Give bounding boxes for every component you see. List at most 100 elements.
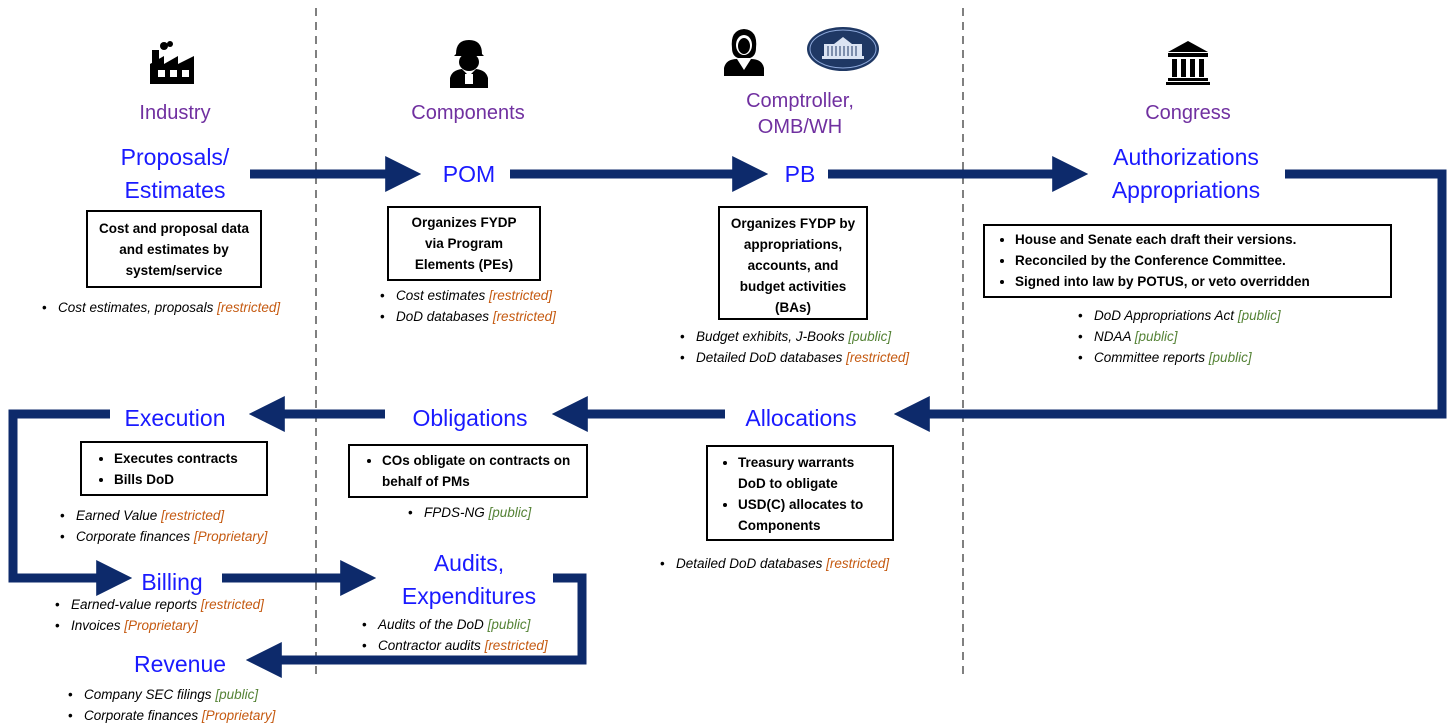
list-item: NDAA [public] [1078,326,1281,347]
access-tag: [public] [1237,308,1281,323]
list-item: House and Senate each draft their versio… [1015,229,1382,250]
list-item: Bills DoD [114,469,256,490]
list-item: Cost estimates [restricted] [380,285,556,306]
arrow-audits-to-revenue [245,573,587,678]
source-text: NDAA [1094,329,1135,344]
access-tag: [restricted] [489,288,553,303]
access-tag: [public] [1208,350,1252,365]
source-text: Audits of the DoD [378,617,488,632]
access-tag: [Proprietary] [201,708,276,723]
source-text: FPDS-NG [424,505,489,520]
source-text: Earned Value [76,508,162,523]
sources-allocations: Detailed DoD databases [restricted] [660,553,889,574]
list-item: DoD Appropriations Act [public] [1078,305,1281,326]
list-item: Treasury warrants DoD to obligate [738,452,884,494]
access-tag: [public] [848,329,892,344]
access-tag: [public] [215,687,259,702]
source-text: Contractor audits [378,638,485,653]
list-item: Executes contracts [114,448,256,469]
list-item: Corporate finances [Proprietary] [60,526,268,547]
sources-billing: Earned-value reports [restricted] Invoic… [55,594,264,636]
list-item: Company SEC filings [public] [68,684,275,705]
list-item: Detailed DoD databases [restricted] [660,553,890,574]
source-text: Company SEC filings [84,687,216,702]
access-tag: [public] [488,505,532,520]
access-tag: [public] [487,617,531,632]
column-title-comptroller: Comptroller, OMB/WH [746,90,854,138]
stage-pb: PB [784,161,816,187]
box-obligations: COs obligate on contracts on behalf of P… [348,444,588,498]
sources-pb: Budget exhibits, J-Books [public] Detail… [680,326,909,368]
factory-icon [150,41,194,84]
access-tag: [Proprietary] [124,618,198,633]
person-icon [724,29,764,76]
access-tag: [restricted] [200,597,264,612]
source-text: Earned-value reports [71,597,201,612]
sources-pom: Cost estimates [restricted] DoD database… [380,285,556,327]
sources-obligations: FPDS-NG [public] [408,502,531,523]
source-text: Budget exhibits, J-Books [696,329,849,344]
stage-execution: Execution [124,405,226,431]
stage-allocations: Allocations [745,405,857,431]
source-text: Committee reports [1094,350,1209,365]
stage-audits: Audits, Expenditures [401,550,537,609]
source-text: Cost estimates, proposals [58,300,218,315]
source-text: Detailed DoD databases [696,350,847,365]
list-item: Corporate finances [Proprietary] [68,705,276,726]
box-proposals: Cost and proposal data and estimates by … [86,210,262,288]
list-item: Earned Value [restricted] [60,505,267,526]
list-item: DoD databases [restricted] [380,306,556,327]
sources-revenue: Company SEC filings [public] Corporate f… [68,684,275,726]
sources-audits: Audits of the DoD [public] Contractor au… [362,614,548,656]
list-item: Signed into law by POTUS, or veto overri… [1015,271,1382,292]
list-item: USD(C) allocates to Components [738,494,884,536]
source-text: Corporate finances [84,708,202,723]
list-item: Invoices [Proprietary] [55,615,264,636]
stage-obligations: Obligations [412,405,528,431]
column-title-industry: Industry [139,102,211,124]
source-text: DoD Appropriations Act [1094,308,1238,323]
arrow-execution-to-billing [8,409,133,596]
source-text: Detailed DoD databases [676,556,827,571]
arrow-authorizations-to-allocations [893,169,1447,432]
list-item: Budget exhibits, J-Books [public] [680,326,909,347]
access-tag: [restricted] [826,556,890,571]
access-tag: [public] [1134,329,1178,344]
stage-pom: POM [442,161,496,187]
box-authorizations: House and Senate each draft their versio… [983,224,1392,298]
list-item: Reconciled by the Conference Committee. [1015,250,1382,271]
execution-list: Executes contracts Bills DoD [92,448,256,490]
column-title-components: Components [411,102,525,124]
list-item: Earned-value reports [restricted] [55,594,264,615]
box-execution: Executes contracts Bills DoD [80,441,268,496]
sources-execution: Earned Value [restricted] Corporate fina… [60,505,267,547]
list-item: Cost estimates, proposals [restricted] [42,297,281,318]
access-tag: [restricted] [484,638,548,653]
access-tag: [restricted] [161,508,225,523]
access-tag: [restricted] [217,300,281,315]
source-text: DoD databases [396,309,493,324]
soldier-icon [450,40,488,88]
list-item: COs obligate on contracts on behalf of P… [382,450,576,492]
list-item: Contractor audits [restricted] [362,635,548,656]
list-item: Committee reports [public] [1078,347,1281,368]
list-item: Audits of the DoD [public] [362,614,548,635]
source-text: Corporate finances [76,529,194,544]
access-tag: [Proprietary] [193,529,268,544]
obligations-list: COs obligate on contracts on behalf of P… [360,450,576,492]
column-title-congress: Congress [1145,102,1231,124]
white-house-seal-icon [807,27,879,71]
list-item: Detailed DoD databases [restricted] [680,347,909,368]
sources-authorizations: DoD Appropriations Act [public] NDAA [pu… [1078,305,1281,368]
allocations-list: Treasury warrants DoD to obligate USD(C)… [716,452,884,536]
capitol-building-icon [1166,41,1210,85]
access-tag: [restricted] [492,309,556,324]
stage-billing: Billing [141,569,203,595]
authorizations-list: House and Senate each draft their versio… [993,229,1382,292]
list-item: FPDS-NG [public] [408,502,532,523]
sources-proposals: Cost estimates, proposals [restricted] [42,297,280,318]
box-pb: Organizes FYDP by appropriations, accoun… [718,206,868,320]
stage-authorizations: Authorizations Appropriations [1111,144,1261,203]
stage-revenue: Revenue [133,651,227,677]
